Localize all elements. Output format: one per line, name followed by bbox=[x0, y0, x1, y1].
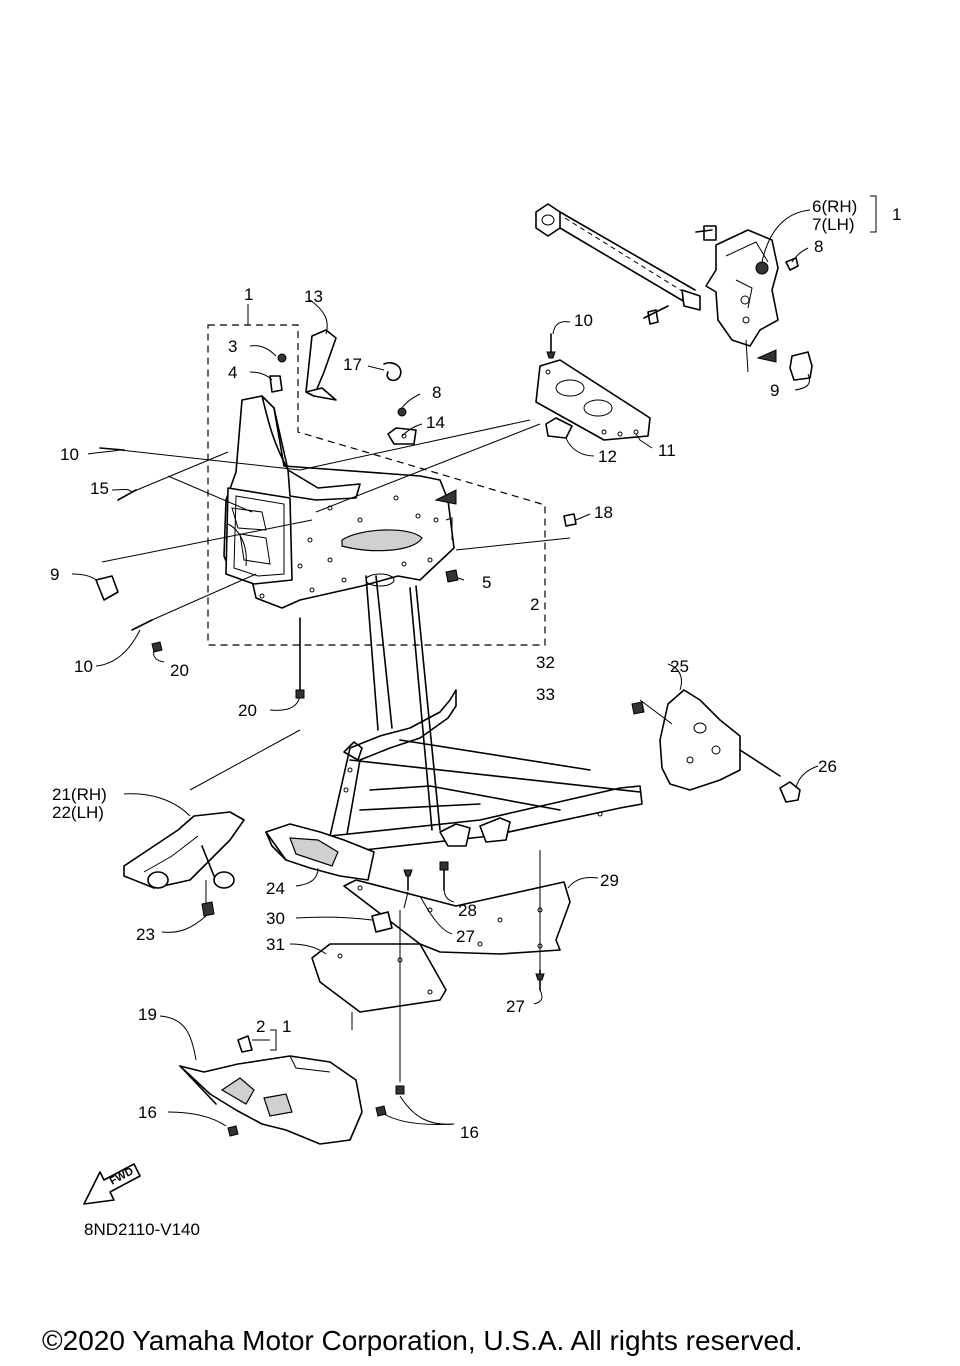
callout-13: 13 bbox=[304, 287, 323, 306]
callout-23: 23 bbox=[136, 925, 155, 944]
skid-plate-31 bbox=[311, 943, 447, 1013]
callout-1-low: 1 bbox=[282, 1017, 291, 1036]
callout-27-b: 27 bbox=[506, 997, 525, 1016]
callout-9-right: 9 bbox=[770, 381, 779, 400]
callout-10-lower: 10 bbox=[74, 657, 93, 676]
callout-7: 7(LH) bbox=[812, 215, 855, 234]
callout-9-left: 9 bbox=[50, 565, 59, 584]
guard-19 bbox=[179, 1035, 363, 1145]
callout-1-right: 1 bbox=[892, 205, 901, 224]
bracket-25 bbox=[631, 689, 801, 803]
callout-20-b: 20 bbox=[238, 701, 257, 720]
callout-19: 19 bbox=[138, 1005, 157, 1024]
callout-2-low: 2 bbox=[256, 1017, 265, 1036]
callout-30: 30 bbox=[266, 909, 285, 928]
callout-4: 4 bbox=[228, 363, 237, 382]
callout-27-a: 27 bbox=[456, 927, 475, 946]
callout-14: 14 bbox=[426, 413, 445, 432]
callout-16-left: 16 bbox=[138, 1103, 157, 1122]
copyright-text: ©2020 Yamaha Motor Corporation, U.S.A. A… bbox=[42, 1325, 802, 1356]
callout-33: 33 bbox=[536, 685, 555, 704]
diagram-code: 8ND2110-V140 bbox=[84, 1220, 200, 1239]
callout-17: 17 bbox=[343, 355, 362, 374]
callout-16-right: 16 bbox=[460, 1123, 479, 1142]
callout-25: 25 bbox=[670, 657, 689, 676]
callout-12: 12 bbox=[598, 447, 617, 466]
callout-21: 21(RH) bbox=[52, 785, 107, 804]
fwd-arrow-icon: FWD bbox=[83, 1163, 141, 1205]
callout-5: 5 bbox=[482, 573, 491, 592]
callout-28: 28 bbox=[458, 901, 477, 920]
bracket-24 bbox=[265, 823, 375, 881]
support-21-22 bbox=[123, 811, 245, 917]
callout-10-right: 10 bbox=[574, 311, 593, 330]
callout-2: 2 bbox=[530, 595, 539, 614]
skid-plate-29 bbox=[343, 861, 571, 955]
callout-26: 26 bbox=[818, 757, 837, 776]
callout-8-mid: 8 bbox=[432, 383, 441, 402]
callout-29: 29 bbox=[600, 871, 619, 890]
callout-3: 3 bbox=[228, 337, 237, 356]
callout-10-left: 10 bbox=[60, 445, 79, 464]
callout-8-right: 8 bbox=[814, 237, 823, 256]
plate-11 bbox=[535, 333, 651, 441]
callout-1-top: 1 bbox=[244, 285, 253, 304]
callout-6: 6(RH) bbox=[812, 197, 857, 216]
callout-15: 15 bbox=[90, 479, 109, 498]
cross-bar-assembly bbox=[535, 203, 701, 311]
front-frame bbox=[223, 329, 577, 609]
callout-32: 32 bbox=[536, 653, 555, 672]
callout-18: 18 bbox=[594, 503, 613, 522]
callout-31: 31 bbox=[266, 935, 285, 954]
callout-11: 11 bbox=[658, 441, 676, 460]
bracket-6-7 bbox=[643, 225, 813, 381]
assembly-1-box bbox=[207, 304, 546, 646]
callout-20-a: 20 bbox=[170, 661, 189, 680]
main-frame bbox=[329, 575, 643, 853]
callout-22: 22(LH) bbox=[52, 803, 104, 822]
callout-24: 24 bbox=[266, 879, 285, 898]
bracket-30 bbox=[371, 911, 393, 933]
